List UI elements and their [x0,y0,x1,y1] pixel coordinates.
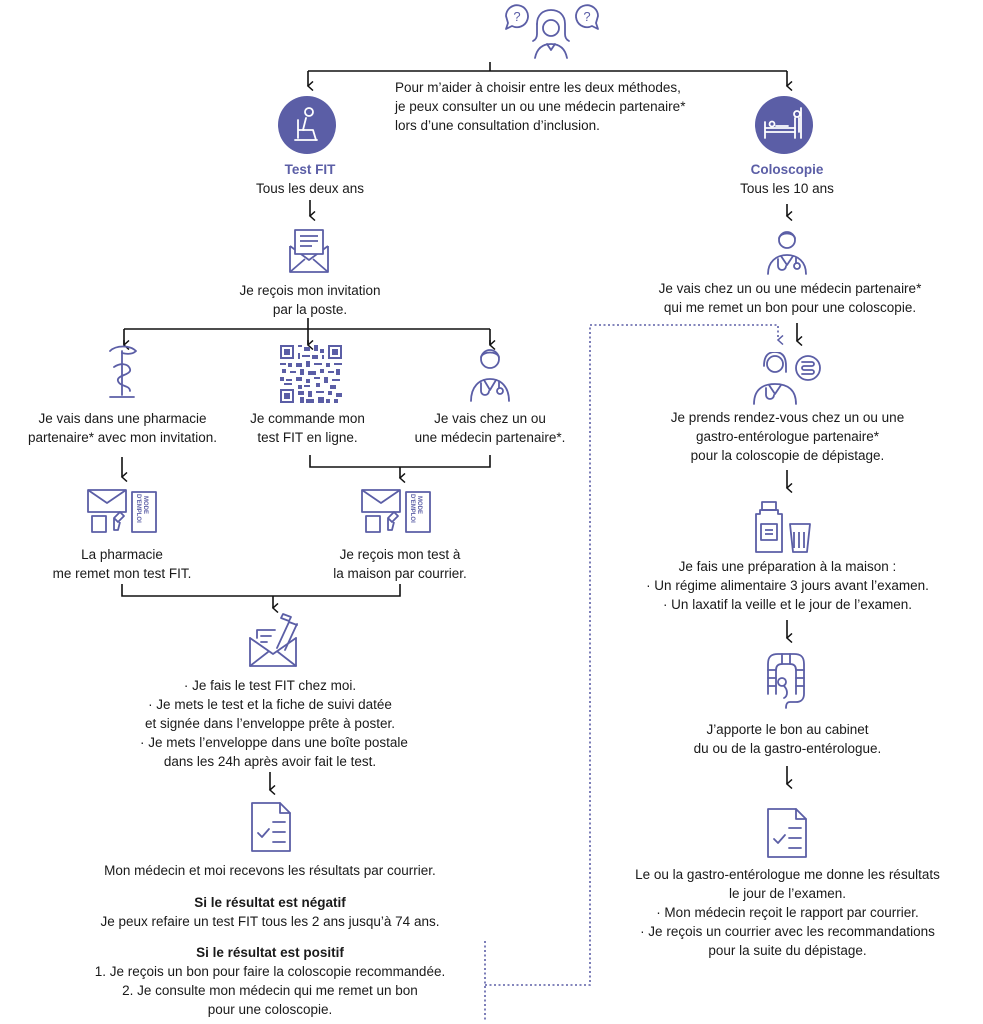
text-line: Je prends rendez-vous chez un ou une [670,410,905,425]
fit-frequency: Tous les deux ans [255,181,365,196]
colo-frequency: Tous les 10 ans [740,181,834,196]
text-line: Je reçois mon invitation [239,283,381,298]
fit-negative: Si le résultat est négatif Je peux refai… [70,893,470,931]
svg-text:MODE: MODE [142,496,148,514]
envelope-test-tube-icon [249,613,298,667]
fit-mail-text: Je reçois mon test à la maison par courr… [305,545,495,583]
text-line: Je fais une préparation à la maison : [678,559,897,574]
svg-text:?: ? [583,9,590,24]
text-line: gastro-entérologue partenaire* [695,429,880,444]
fit-pharmacy-gives-text: La pharmacie me remet mon test FIT. [42,545,202,583]
colo-cabinet-text: J’apporte le bon au cabinet du ou de la … [670,720,905,758]
text-line: Je vais chez un ou [434,411,546,426]
intro-line: lors d’une consultation d’inclusion. [395,118,600,133]
fit-steps-text: · Je fais le test FIT chez moi. · Je met… [140,676,408,771]
colo-prep-text: Je fais une préparation à la maison : · … [630,557,945,614]
svg-text:D'EMPLOI: D'EMPLOI [135,494,141,523]
fit-test-icon [278,96,336,154]
intro-line: je peux consulter un ou une médecin part… [395,99,686,114]
colo-doctor-text: Je vais chez un ou une médecin partenair… [640,279,940,317]
intro-line: Pour m’aider à choisir entre les deux mé… [395,80,681,95]
fit-pharmacy-text: Je vais dans une pharmacie partenaire* a… [20,409,225,447]
intro-text: Pour m’aider à choisir entre les deux mé… [395,78,686,135]
text-line: une médecin partenaire*. [414,430,566,445]
text-line: partenaire* avec mon invitation. [27,430,218,445]
text-line: 1. Je reçois un bon pour faire la colosc… [94,964,446,979]
envelope-letter-icon [289,229,329,273]
text-line: dans les 24h après avoir fait le test. [163,754,377,769]
text-line: · Je mets le test et la fiche de suivi d… [148,697,392,712]
colo-results-text: Le ou la gastro-entérologue me donne les… [620,865,955,960]
svg-text:?: ? [513,9,520,24]
text-line: · Mon médecin reçoit le rapport par cour… [656,905,919,920]
negative-title: Si le résultat est négatif [194,895,346,910]
colo-header: Coloscopie Tous les 10 ans [687,160,887,198]
text-line: et signée dans l’enveloppe prête à poste… [145,716,395,731]
fit-title: Test FIT [284,162,336,177]
colon-icon [767,653,805,709]
gastroenterologist-icon [753,352,821,405]
text-line: · Je reçois un courrier avec les recomma… [640,924,935,939]
text-line: Je reçois mon test à [339,547,461,562]
preparation-icon [755,501,811,553]
text-line: 2. Je consulte mon médecin qui me remet … [122,983,418,998]
person-question-icon: ? ? [505,4,599,59]
text-line: par la poste. [272,302,348,317]
fit-invitation-text: Je reçois mon invitation par la poste. [210,281,410,319]
text-line: me remet mon test FIT. [52,566,192,581]
fit-online-text: Je commande mon test FIT en ligne. [235,409,380,447]
negative-text: Je peux refaire un test FIT tous les 2 a… [100,914,440,929]
text-line: pour une coloscopie. [207,1002,333,1017]
test-kit-icon: MODE D'EMPLOI [361,489,431,533]
text-line: J’apporte le bon au cabinet [706,722,869,737]
text-line: du ou de la gastro-entérologue. [693,741,882,756]
fit-header: Test FIT Tous les deux ans [210,160,410,198]
text-line: pour la suite du dépistage. [708,943,867,958]
colo-gastro-text: Je prends rendez-vous chez un ou une gas… [660,408,915,465]
text-line: Je commande mon [250,411,365,426]
fit-positive: Si le résultat est positif 1. Je reçois … [60,943,480,1019]
text-line: Le ou la gastro-entérologue me donne les… [635,867,940,882]
fit-results-text: Mon médecin et moi recevons les résultat… [104,863,436,878]
text-line: test FIT en ligne. [257,430,358,445]
text-line: le jour de l’examen. [728,886,847,901]
doctor-icon [470,349,510,402]
positive-title: Si le résultat est positif [196,945,344,960]
text-line: · Un laxatif la veille et le jour de l’e… [662,597,913,612]
text-line: qui me remet un bon pour une coloscopie. [663,300,917,315]
fit-doctor-text: Je vais chez un ou une médecin partenair… [400,409,580,447]
text-line: la maison par courrier. [333,566,467,581]
colo-title: Coloscopie [750,162,824,177]
qr-code-icon [280,345,342,403]
colonoscopy-icon [755,96,813,154]
text-line: pour la coloscopie de dépistage. [690,448,885,463]
test-kit-icon: MODE D'EMPLOI [87,489,157,533]
text-line: La pharmacie [81,547,163,562]
text-line: · Un régime alimentaire 3 jours avant l’… [646,578,929,593]
text-line: Je vais dans une pharmacie [38,411,207,426]
text-line: · Je fais le test FIT chez moi. [183,678,357,693]
doctor-icon [767,231,807,275]
svg-text:MODE: MODE [416,496,422,514]
pharmacy-icon [109,345,137,398]
text-line: · Je mets l’enveloppe dans une boîte pos… [140,735,408,750]
svg-text:D'EMPLOI: D'EMPLOI [409,494,415,523]
results-document-icon [767,808,807,858]
results-document-icon [251,802,291,852]
text-line: Je vais chez un ou une médecin partenair… [658,281,922,296]
